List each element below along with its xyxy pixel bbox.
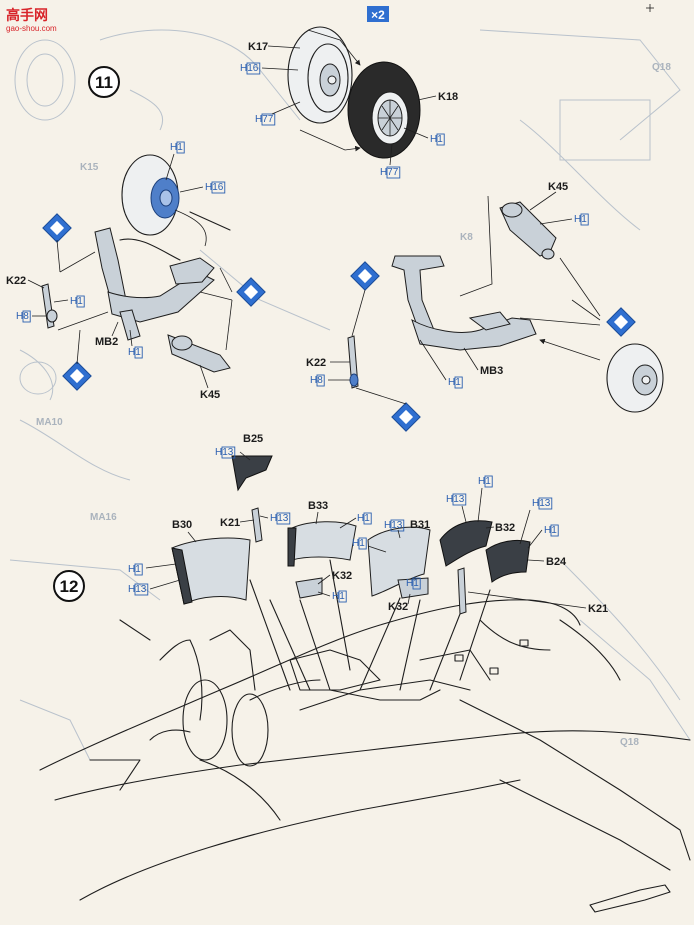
ghost-label: Q18	[620, 737, 639, 748]
color-callout-h1-b33: H1	[339, 512, 372, 529]
step-12-badge: 12	[53, 570, 85, 602]
part-label-k17: K17	[248, 41, 268, 53]
color-callout-h13-b30: H13	[128, 579, 181, 596]
svg-text:H13: H13	[532, 498, 551, 509]
part-label-k22-left: K22	[6, 275, 26, 287]
color-callout-h1-b30: H1	[128, 563, 177, 576]
watermark-logo: 高手网 gao-shou.com	[6, 7, 57, 33]
color-callout-h1-b31: H1	[352, 537, 387, 553]
part-label-k18: K18	[438, 91, 458, 103]
part-label-b25: B25	[243, 433, 263, 445]
diamond-marker	[62, 361, 92, 391]
svg-text:H16: H16	[205, 182, 224, 193]
part-label-b32: B32	[495, 522, 515, 534]
step-number: 12	[60, 577, 79, 596]
diamond-marker	[236, 277, 266, 307]
aircraft-fuselage	[39, 599, 691, 913]
svg-text:H13: H13	[215, 447, 234, 458]
color-callout-h1-b24: H1	[527, 524, 559, 549]
left-landing-gear	[41, 154, 233, 373]
color-callout-h1-k18: H1	[403, 127, 445, 146]
ghost-label: K15	[80, 162, 99, 173]
color-callout-h8-right: H8	[310, 374, 350, 387]
ghost-label: MA10	[36, 417, 63, 428]
svg-text:H13: H13	[384, 520, 403, 531]
color-callout-h13-b32: H13	[446, 493, 467, 523]
color-callout-h1-b32: H1	[477, 475, 493, 523]
color-callout-h13-k21: H13	[259, 512, 291, 525]
part-label-b30: B30	[172, 519, 192, 531]
color-callout-h77-top-left: H77	[255, 101, 301, 126]
part-label-mb3: MB3	[480, 365, 503, 377]
diamond-marker	[391, 402, 421, 432]
color-callout-h1-left-lower: H1	[128, 329, 143, 359]
part-label-b24: B24	[546, 556, 567, 568]
part-label-k45-right: K45	[548, 181, 568, 193]
part-label-k32-right: K32	[388, 601, 408, 613]
color-callout-h1-mb3: H1	[419, 339, 463, 389]
background-ghost-lines: Q18 K8 K15 MA10 MA16 Q18	[9, 29, 691, 761]
svg-text:H77: H77	[380, 167, 399, 178]
color-callout-h77-top-right: H77	[380, 143, 401, 179]
svg-text:H13: H13	[128, 584, 147, 595]
part-label-k21-right: K21	[588, 603, 608, 615]
part-label-k45-left: K45	[200, 389, 220, 401]
color-callout-h1-k32-left: H1	[317, 590, 347, 603]
part-label-b31: B31	[410, 519, 430, 531]
quantity-text: ×2	[371, 8, 385, 22]
part-label-mb2: MB2	[95, 336, 118, 348]
color-callout-h1-k45-right: H1	[539, 213, 589, 226]
watermark-url: gao-shou.com	[6, 24, 57, 33]
right-landing-gear	[347, 195, 664, 413]
part-label-k32-left: K32	[332, 570, 352, 582]
step-number: 11	[95, 73, 113, 92]
color-callout-h13-b25: H13	[215, 446, 251, 461]
wheel-pair-top	[287, 26, 421, 159]
color-callout-h1-b31-lower: H1	[406, 577, 421, 590]
color-callout-h8-left: H8	[16, 310, 46, 323]
watermark-brand: 高手网	[6, 7, 48, 23]
quantity-badge: ×2	[367, 6, 389, 22]
ghost-label: K8	[460, 232, 473, 243]
svg-text:H77: H77	[255, 114, 274, 125]
part-label-b33: B33	[308, 500, 328, 512]
color-callout-h13-b31: H13	[384, 519, 405, 539]
part-label-k22-right: K22	[306, 357, 326, 369]
color-callout-h13-b24: H13	[519, 497, 553, 545]
ghost-label: Q18	[652, 62, 671, 73]
diamond-marker	[42, 213, 72, 243]
ghost-label: MA16	[90, 512, 117, 523]
svg-text:H13: H13	[270, 513, 289, 524]
color-callout-h16-left: H16	[179, 181, 226, 194]
diamond-marker	[350, 261, 380, 291]
color-callout-h1-left-top: H1	[165, 141, 185, 181]
color-callout-h16-top: H16	[240, 62, 299, 75]
svg-text:H13: H13	[446, 494, 465, 505]
color-callout-h1-k22-left: H1	[53, 295, 85, 308]
part-label-k21-left: K21	[220, 517, 240, 529]
diamond-marker	[606, 307, 636, 337]
step-11-badge: 11	[88, 66, 120, 98]
svg-text:H16: H16	[240, 63, 259, 74]
cockpit-parts	[171, 455, 531, 691]
corner-marks	[646, 4, 654, 12]
